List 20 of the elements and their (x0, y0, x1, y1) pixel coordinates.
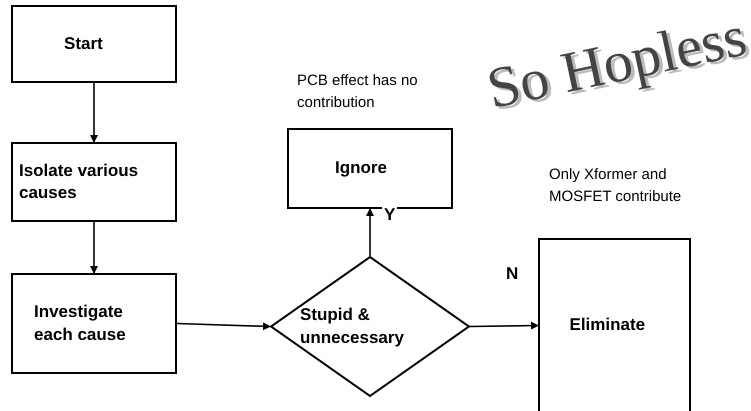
annotation-text: Only Xformer and MOSFET contribute (549, 165, 682, 207)
arrow (90, 83, 98, 143)
decision-diamond (270, 256, 470, 397)
process-box (538, 238, 691, 411)
node-label: Stupid & unnecessary (300, 304, 405, 348)
node-label: Start (64, 32, 104, 55)
wordart-text: So Hopless (481, 2, 751, 122)
arrow (470, 322, 539, 330)
node-label: Eliminate (570, 314, 646, 336)
node-label: Ignore (335, 157, 388, 180)
node-label: Isolate various causes (19, 160, 140, 204)
node-label: Investigate each cause (34, 301, 127, 346)
process-box (287, 128, 453, 209)
arrow (90, 222, 98, 274)
process-box (11, 273, 177, 374)
arrow (366, 208, 374, 256)
arrow (176, 322, 271, 330)
process-box (11, 5, 177, 83)
annotation-text: PCB effect has no contribution (297, 71, 419, 113)
process-box (11, 142, 177, 222)
